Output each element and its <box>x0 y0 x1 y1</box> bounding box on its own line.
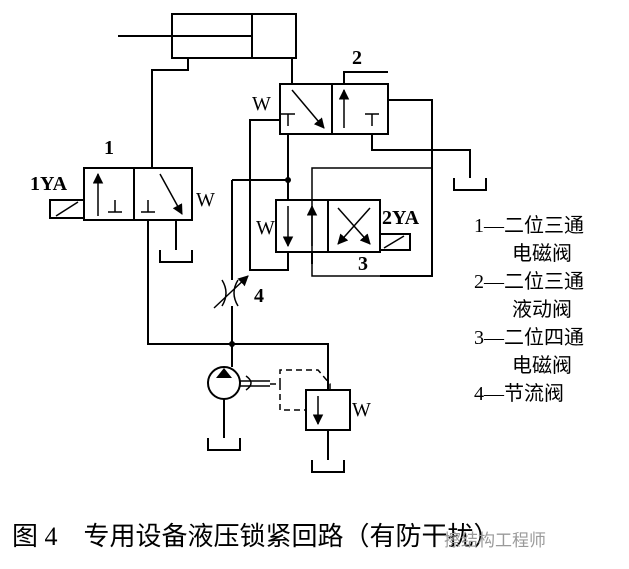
pipelines <box>147 58 471 460</box>
legend: 1—二位三通 电磁阀 2—二位三通 液动阀 3—二位四通 电磁阀 4—节流阀 <box>474 214 584 405</box>
spring-label-valve-1: W <box>196 189 215 211</box>
legend-item-2: 2—二位三通 <box>474 270 584 293</box>
figure-caption: 图 4 专用设备液压锁紧回路（有防干扰） <box>12 522 500 551</box>
hydraulic-cylinder <box>118 13 297 59</box>
label-solenoid-2ya: 2YA <box>382 207 420 229</box>
valve-1-solenoid-2-3 <box>49 167 193 221</box>
tank-symbols <box>159 178 487 473</box>
label-valve-3: 3 <box>358 253 368 275</box>
label-valve-4: 4 <box>254 285 264 307</box>
legend-item-1-sub: 电磁阀 <box>512 242 572 265</box>
spring-label-valve-2: W <box>252 93 271 115</box>
legend-item-3: 3—二位四通 <box>474 326 584 349</box>
legend-item-3-sub: 电磁阀 <box>512 354 572 377</box>
throttle-valve-4 <box>213 275 249 309</box>
label-valve-1: 1 <box>104 137 114 159</box>
spring-label-relief: W <box>352 399 371 421</box>
label-solenoid-1ya: 1YA <box>30 173 68 195</box>
legend-item-1: 1—二位三通 <box>474 214 584 237</box>
relief-valve <box>270 369 351 431</box>
legend-item-2-sub: 液动阀 <box>512 298 572 321</box>
legend-item-4: 4—节流阀 <box>474 382 564 405</box>
spring-label-valve-3: W <box>256 217 275 239</box>
watermark: 擦结构工程师 <box>444 531 546 550</box>
hydraulic-pump <box>207 366 270 400</box>
valve-2-pilot-2-3 <box>279 83 389 135</box>
valve-3-solenoid-2-4 <box>275 167 433 277</box>
label-valve-2: 2 <box>352 47 362 69</box>
